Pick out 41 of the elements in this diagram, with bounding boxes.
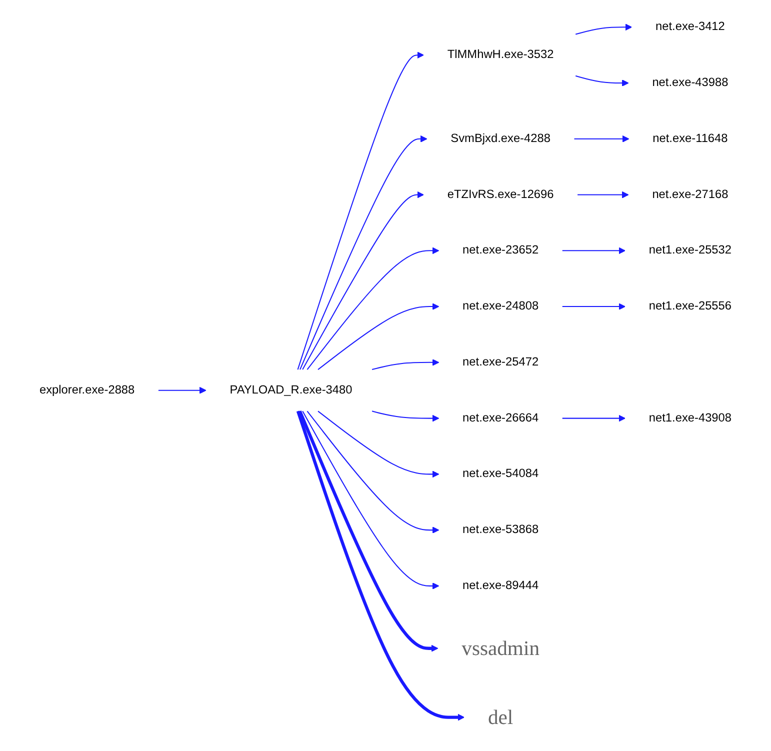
- node-text: explorer.exe-2888: [39, 383, 135, 397]
- arrow: [158, 386, 206, 394]
- arrow: [298, 410, 438, 652]
- arrow: [372, 358, 440, 370]
- arrow: [300, 135, 428, 370]
- arrow: [562, 303, 626, 310]
- node-text: net.exe-25472: [462, 355, 539, 369]
- node-text: net1.exe-25532: [648, 243, 732, 257]
- node-text: net.exe-3412: [655, 20, 725, 34]
- arrow: [578, 191, 629, 198]
- arrow: [297, 52, 424, 370]
- arrow: [562, 247, 626, 254]
- node-text: PAYLOAD_R.exe-3480: [230, 383, 352, 397]
- arrow: [306, 410, 440, 534]
- arrow: [575, 75, 629, 87]
- arrow: [296, 410, 465, 721]
- node-text: net1.exe-43908: [648, 410, 732, 424]
- arrow: [562, 414, 626, 422]
- node-text: net1.exe-25556: [648, 299, 732, 313]
- node-text: net.exe-89444: [462, 578, 539, 592]
- arrow: [302, 410, 440, 590]
- node-text: net.exe-27168: [652, 187, 728, 201]
- node-text: vssadmin: [462, 636, 540, 660]
- arrow: [306, 247, 440, 370]
- node-text: eTZIvRS.exe-12696: [447, 187, 554, 201]
- node-text: net.exe-26664: [462, 410, 539, 424]
- arrow: [318, 303, 440, 370]
- arrow: [318, 410, 440, 478]
- arrow: [574, 135, 630, 142]
- arrow: [302, 191, 424, 370]
- node-text: net.exe-43988: [652, 76, 728, 90]
- node-text: net.exe-54084: [462, 466, 539, 480]
- node-text: TlMMhwH.exe-3532: [447, 48, 554, 62]
- node-text: del: [488, 706, 514, 729]
- node-text: SvmBjxd.exe-4288: [450, 132, 550, 146]
- node-text: net.exe-24808: [462, 299, 539, 313]
- arrow: [372, 410, 440, 422]
- node-text: net.exe-11648: [652, 132, 728, 146]
- node-text: net.exe-23652: [462, 243, 539, 257]
- arrow: [575, 24, 632, 35]
- node-text: net.exe-53868: [462, 522, 539, 536]
